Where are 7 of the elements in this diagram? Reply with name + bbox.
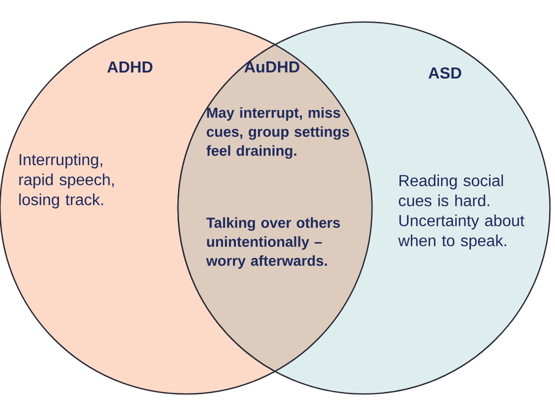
paragraph: May interrupt, miss cues, group settings feel draining. [206, 107, 350, 159]
heading: ASD [428, 67, 462, 79]
heading: AuDHD [244, 61, 300, 73]
paragraph: Reading social cues is hard. Uncertainty about when to speak. [398, 174, 524, 250]
paragraph: Interrupting, rapid speech, losing track. [19, 154, 114, 208]
paragraph: Talking over others unintentionally – worry afterwards. [206, 217, 340, 269]
heading: ADHD [107, 62, 152, 72]
